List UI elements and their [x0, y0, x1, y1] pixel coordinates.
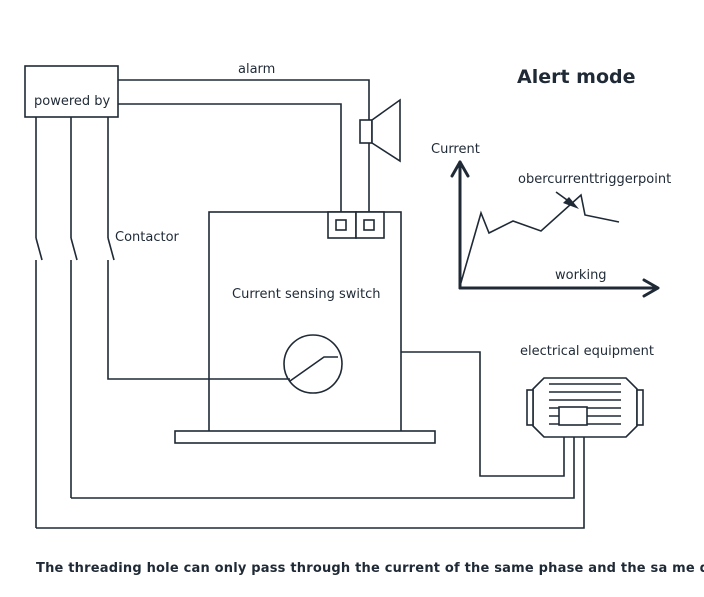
trigger-arrow-icon: [563, 197, 579, 209]
graph-x-arrow-icon: [642, 278, 660, 298]
overcurrent-trigger-label: obercurrenttriggerpoint: [518, 172, 671, 187]
graph-x-label: working: [555, 268, 607, 283]
electrical-equipment-label: electrical equipment: [520, 344, 654, 359]
diagram-caption: The threading hole can only pass through…: [36, 561, 704, 576]
electrical-equipment-icon: [526, 377, 644, 438]
power-supply-label: powered by: [34, 94, 111, 109]
current-graph: [450, 160, 660, 298]
alarm-wires: [118, 79, 370, 222]
contactor-label: Contactor: [115, 230, 180, 245]
diagram-title: Alert mode: [517, 66, 636, 88]
graph-y-label: Current: [431, 142, 480, 157]
power-supply-box: powered by: [24, 65, 119, 118]
equipment-wires: [36, 351, 585, 529]
graph-y-arrow-icon: [450, 160, 470, 178]
graph-current-curve: [459, 193, 620, 287]
sensing-switch-label: Current sensing switch: [232, 287, 380, 302]
contactor-wires: [35, 117, 290, 528]
alarm-label: alarm: [238, 62, 275, 77]
speaker-icon: [359, 98, 401, 163]
current-sensing-switch: [174, 211, 436, 444]
